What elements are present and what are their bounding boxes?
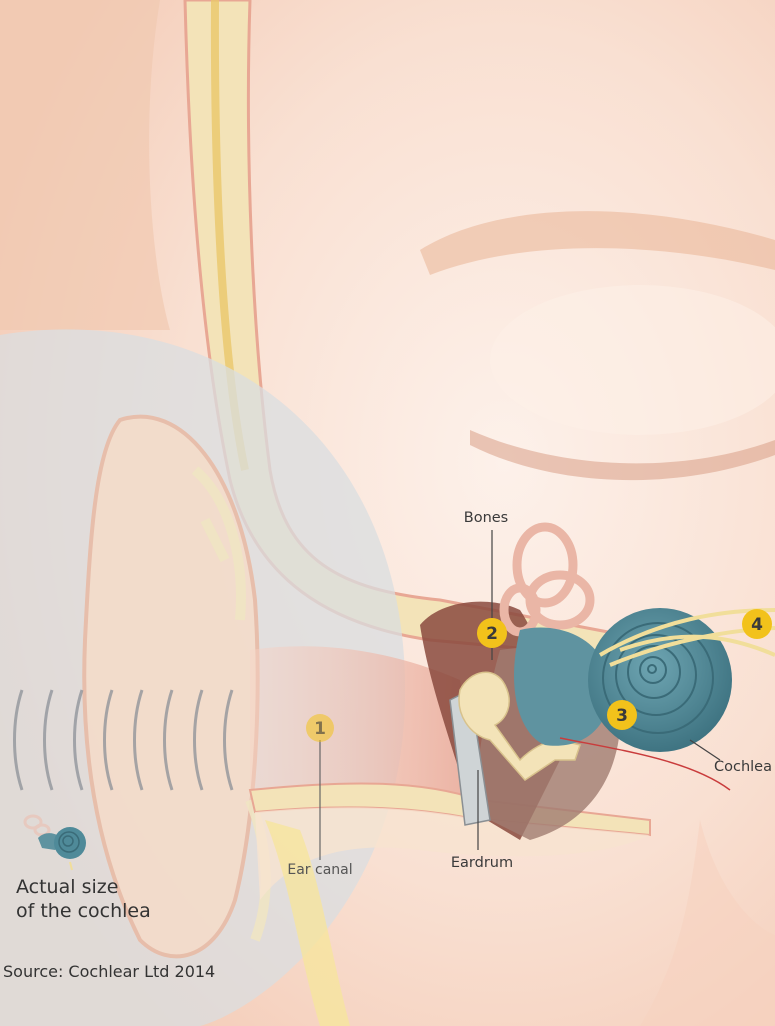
label-bones: Bones — [464, 510, 508, 526]
marker-3: 3 — [607, 700, 637, 730]
marker-2: 2 — [477, 618, 507, 648]
actual-size-line2: of the cochlea — [16, 900, 151, 922]
marker-1: 1 — [306, 714, 334, 742]
actual-size-line1: Actual size — [16, 876, 118, 898]
hair — [0, 0, 170, 330]
svg-text:2: 2 — [486, 624, 498, 644]
label-ear-canal: Ear canal — [287, 862, 352, 878]
source-credit: Source: Cochlear Ltd 2014 — [3, 962, 215, 981]
label-eardrum: Eardrum — [451, 855, 513, 871]
svg-text:1: 1 — [314, 719, 326, 739]
svg-text:4: 4 — [751, 615, 763, 635]
label-cochlea: Cochlea — [714, 759, 772, 775]
svg-text:3: 3 — [616, 706, 628, 726]
marker-4: 4 — [742, 609, 772, 639]
